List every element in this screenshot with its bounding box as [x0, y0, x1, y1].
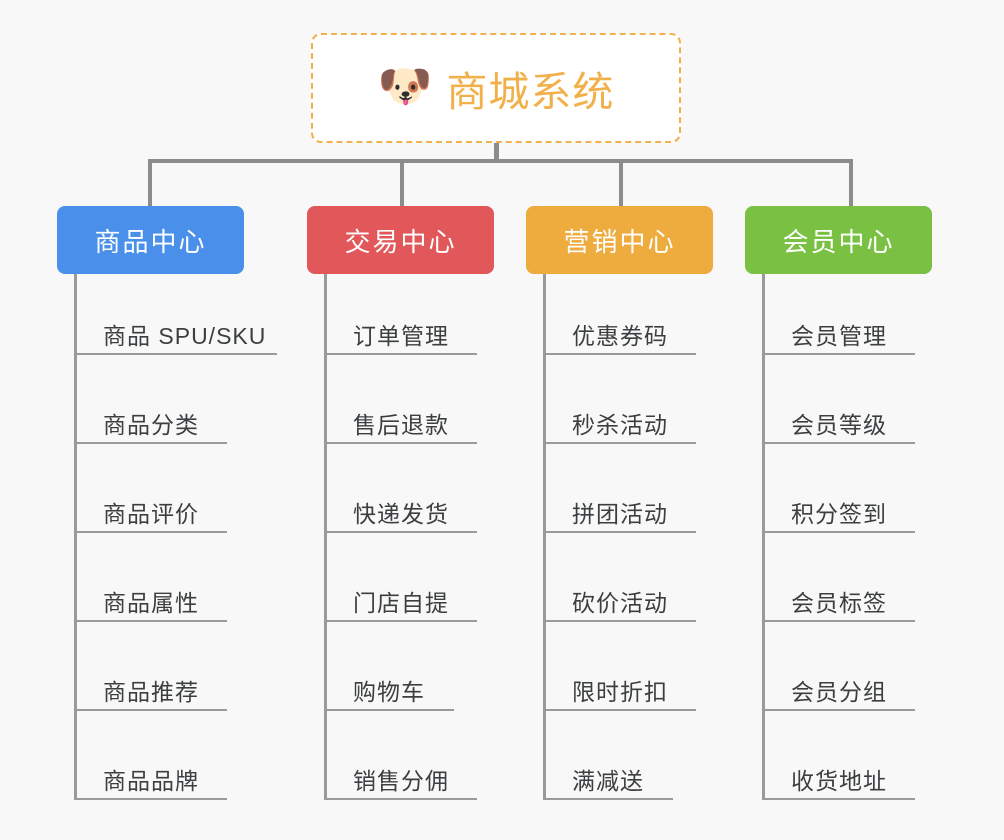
branch-drop-line-4: [849, 159, 853, 207]
column-trunk-3: [543, 274, 546, 799]
leaf-label: 收货地址: [791, 768, 887, 794]
leaf-underline: [324, 798, 477, 800]
branch-box-member-center[interactable]: 会员中心: [745, 206, 932, 274]
leaf-underline: [74, 353, 277, 355]
leaf-label: 秒杀活动: [572, 412, 668, 438]
leaf-underline: [324, 353, 477, 355]
leaf-underline: [324, 531, 477, 533]
leaf-label: 满减送: [572, 768, 644, 794]
leaf-label: 快递发货: [353, 501, 449, 527]
branch-bus-line: [148, 159, 853, 163]
leaf-underline: [762, 620, 915, 622]
root-stem-line: [494, 143, 499, 163]
leaf-underline: [74, 531, 227, 533]
leaf-underline: [543, 798, 673, 800]
branch-drop-line-2: [400, 159, 404, 207]
leaf-label: 会员管理: [791, 323, 887, 349]
leaf-label: 商品属性: [103, 590, 199, 616]
leaf-underline: [324, 620, 477, 622]
column-trunk-1: [74, 274, 77, 799]
leaf-underline: [543, 709, 696, 711]
root-node-mall-system[interactable]: 🐶 商城系统: [311, 33, 681, 143]
branch-box-product-center[interactable]: 商品中心: [57, 206, 244, 274]
leaf-label: 门店自提: [353, 590, 449, 616]
dog-face-icon: 🐶: [377, 62, 433, 111]
leaf-underline: [324, 709, 454, 711]
leaf-label: 拼团活动: [572, 501, 668, 527]
leaf-underline: [324, 442, 477, 444]
leaf-label: 限时折扣: [572, 679, 668, 705]
leaf-underline: [543, 353, 696, 355]
leaf-label: 商品分类: [103, 412, 199, 438]
leaf-underline: [74, 798, 227, 800]
branch-label: 会员中心: [782, 226, 895, 257]
leaf-underline: [762, 798, 915, 800]
leaf-underline: [762, 442, 915, 444]
branch-drop-line-1: [148, 159, 152, 207]
leaf-label: 会员等级: [791, 412, 887, 438]
leaf-underline: [762, 531, 915, 533]
leaf-underline: [543, 620, 696, 622]
root-node-title: 商城系统: [446, 69, 615, 115]
column-trunk-4: [762, 274, 765, 799]
leaf-label: 购物车: [353, 679, 425, 705]
branch-label: 交易中心: [344, 226, 457, 257]
leaf-label: 积分签到: [791, 501, 887, 527]
leaf-underline: [74, 442, 227, 444]
leaf-underline: [762, 709, 915, 711]
leaf-label: 商品推荐: [103, 679, 199, 705]
leaf-label: 优惠券码: [572, 323, 668, 349]
branch-box-marketing-center[interactable]: 营销中心: [526, 206, 713, 274]
leaf-label: 订单管理: [353, 323, 449, 349]
leaf-underline: [543, 442, 696, 444]
leaf-label: 商品 SPU/SKU: [103, 323, 267, 349]
leaf-label: 砍价活动: [572, 590, 668, 616]
branch-box-trade-center[interactable]: 交易中心: [307, 206, 494, 274]
leaf-underline: [543, 531, 696, 533]
leaf-label: 销售分佣: [353, 768, 449, 794]
column-trunk-2: [324, 274, 327, 799]
branch-label: 商品中心: [94, 226, 207, 257]
leaf-label: 商品品牌: [103, 768, 199, 794]
leaf-label: 会员标签: [791, 590, 887, 616]
leaf-label: 售后退款: [353, 412, 449, 438]
leaf-underline: [762, 353, 915, 355]
branch-label: 营销中心: [563, 226, 676, 257]
leaf-underline: [74, 620, 227, 622]
leaf-label: 会员分组: [791, 679, 887, 705]
branch-drop-line-3: [619, 159, 623, 207]
leaf-underline: [74, 709, 227, 711]
leaf-label: 商品评价: [103, 501, 199, 527]
